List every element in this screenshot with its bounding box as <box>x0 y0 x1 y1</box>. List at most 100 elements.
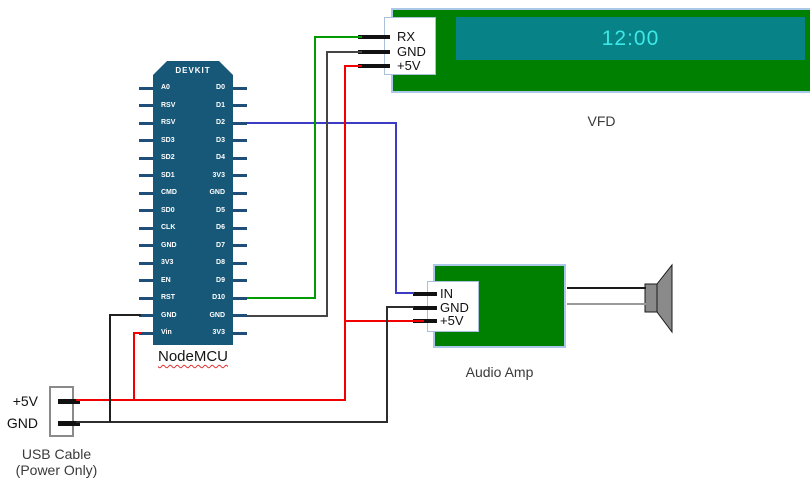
nodemcu-pin-label-left: Vin <box>161 329 172 336</box>
nodemcu-pin-stub-right <box>233 226 247 230</box>
nodemcu-pin-label-right: D7 <box>216 241 225 249</box>
nodemcu-pin-row: CMD GND <box>139 188 247 198</box>
speaker-icon <box>644 263 673 334</box>
nodemcu-pin-stub-left <box>139 296 153 300</box>
nodemcu-pin-stub-right <box>233 314 247 317</box>
wire-gnd-nodemcu-to-vfd <box>247 51 362 317</box>
nodemcu-pin-row: A0 D0 <box>139 83 247 93</box>
nodemcu-pin-row: GND GND <box>139 311 247 321</box>
nodemcu-pin-label-left: RST <box>161 294 175 301</box>
vfd-clock-text: 12:00 <box>601 26 660 50</box>
nodemcu-pin-row: SD3 D3 <box>139 136 247 146</box>
nodemcu-pin-label-right: GND <box>209 189 225 196</box>
nodemcu-pin-stub-right <box>233 261 247 265</box>
nodemcu-pin-row: GND D7 <box>139 241 247 251</box>
nodemcu-pin-label-right: D10 <box>212 294 225 301</box>
nodemcu-pin-stub-right <box>233 279 247 282</box>
wire-gnd-branch-nodemcu <box>109 314 141 422</box>
vfd-pin-stub <box>358 64 390 68</box>
usb-pin-label: +5V <box>12 393 38 409</box>
nodemcu-pin-label-right: D4 <box>216 154 225 161</box>
nodemcu-pin-row: RST D10 <box>139 293 247 303</box>
nodemcu-pin-stub-left <box>139 331 153 335</box>
usb-caption-line1: USB Cable <box>21 446 92 462</box>
vfd-pin-box <box>384 17 436 75</box>
audio-amp-pin-stub <box>413 292 437 296</box>
nodemcu-pin-label-right: D3 <box>216 136 225 144</box>
nodemcu-pin-stub-left <box>139 86 153 90</box>
nodemcu-pin-stub-right <box>233 104 247 107</box>
nodemcu-pin-label-right: D5 <box>216 206 225 214</box>
nodemcu-pin-label-right: 3V3 <box>212 171 225 179</box>
nodemcu-pin-stub-right <box>233 139 247 142</box>
nodemcu-pin-label-left: CLK <box>161 224 176 231</box>
nodemcu-pin-label-left: EN <box>161 276 171 284</box>
vfd-caption: VFD <box>587 113 616 129</box>
nodemcu-pin-label-right: D0 <box>216 84 225 91</box>
vfd-pin-stub <box>358 49 390 54</box>
nodemcu-pin-row: SD2 D4 <box>139 153 247 163</box>
vfd-screen: 12:00 <box>456 17 805 60</box>
nodemcu-pin-label-right: GND <box>209 311 225 319</box>
usb-caption-line2: (Power Only) <box>15 462 98 478</box>
nodemcu-pin-row: SD0 D5 <box>139 206 247 216</box>
nodemcu-pin-stub-right <box>233 244 247 247</box>
nodemcu-pin-stub-right <box>233 174 247 177</box>
nodemcu-pin-stub-right <box>233 86 247 90</box>
nodemcu-pin-row: RSV D2 <box>139 118 247 128</box>
audio-amp-pin-label: +5V <box>440 313 464 328</box>
nodemcu-pin-stub-left <box>139 261 153 265</box>
wire-d10-to-vfd-rx <box>247 36 362 299</box>
nodemcu-pin-label-left: SD3 <box>161 136 175 144</box>
usb-connector-box <box>49 386 74 437</box>
audio-amp-pin-label: GND <box>440 300 469 315</box>
nodemcu-pin-stub-right <box>233 209 247 212</box>
nodemcu-pin-label-right: D1 <box>216 101 225 109</box>
usb-pin-bar <box>58 420 80 426</box>
nodemcu-pin-stub-right <box>233 296 247 300</box>
nodemcu-pin-stub-right <box>233 191 247 195</box>
nodemcu-caption-text: NodeMCU <box>157 348 229 365</box>
audio-amp-caption: Audio Amp <box>465 364 534 380</box>
nodemcu-pin-label-left: A0 <box>161 84 170 91</box>
nodemcu-pin-stub-left <box>139 139 153 142</box>
nodemcu-pin-stub-left <box>139 226 153 230</box>
vfd-pin-label: GND <box>397 43 426 59</box>
nodemcu-pin-stub-left <box>139 174 153 177</box>
nodemcu-pin-label-left: SD2 <box>161 154 175 161</box>
nodemcu-pin-label-left: RSV <box>161 119 176 126</box>
nodemcu-pin-label-left: SD1 <box>161 171 175 179</box>
nodemcu-pin-label-right: D8 <box>216 259 225 266</box>
nodemcu-pin-stub-left <box>139 156 153 160</box>
nodemcu-pin-label-left: GND <box>161 311 177 319</box>
nodemcu-pin-stub-left <box>139 244 153 247</box>
nodemcu-pin-stub-right <box>233 121 247 125</box>
nodemcu-pin-label-left: SD0 <box>161 206 175 214</box>
nodemcu-board-title: DEVKIT <box>175 66 211 75</box>
audio-amp-pin-label: IN <box>440 286 453 301</box>
nodemcu-pin-label-left: CMD <box>161 189 177 196</box>
vfd-pin-label: +5V <box>397 58 421 73</box>
vfd-pin-label: RX <box>397 29 416 44</box>
nodemcu-pin-label-left: RSV <box>161 101 176 109</box>
wire-d2-to-amp-in <box>247 122 414 294</box>
nodemcu-pin-label-left: GND <box>161 241 177 249</box>
nodemcu-pin-stub-left <box>139 104 153 107</box>
usb-caption: USB Cable (Power Only) <box>0 446 114 478</box>
usb-pin-label: GND <box>6 415 38 431</box>
nodemcu-caption: NodeMCU <box>139 348 247 365</box>
audio-amp-pin-stub <box>413 319 437 323</box>
vfd-pin-stub <box>358 35 390 39</box>
nodemcu-pin-stub-right <box>233 331 247 335</box>
nodemcu-pin-label-right: D2 <box>216 119 225 126</box>
nodemcu-pin-stub-right <box>233 156 247 160</box>
nodemcu-pin-label-left: 3V3 <box>161 259 174 266</box>
nodemcu-pin-row: SD1 3V3 <box>139 171 247 181</box>
nodemcu-pin-stub-left <box>139 279 153 282</box>
nodemcu-pin-row: 3V3 D8 <box>139 258 247 268</box>
audio-amp-pin-stub <box>413 306 437 310</box>
